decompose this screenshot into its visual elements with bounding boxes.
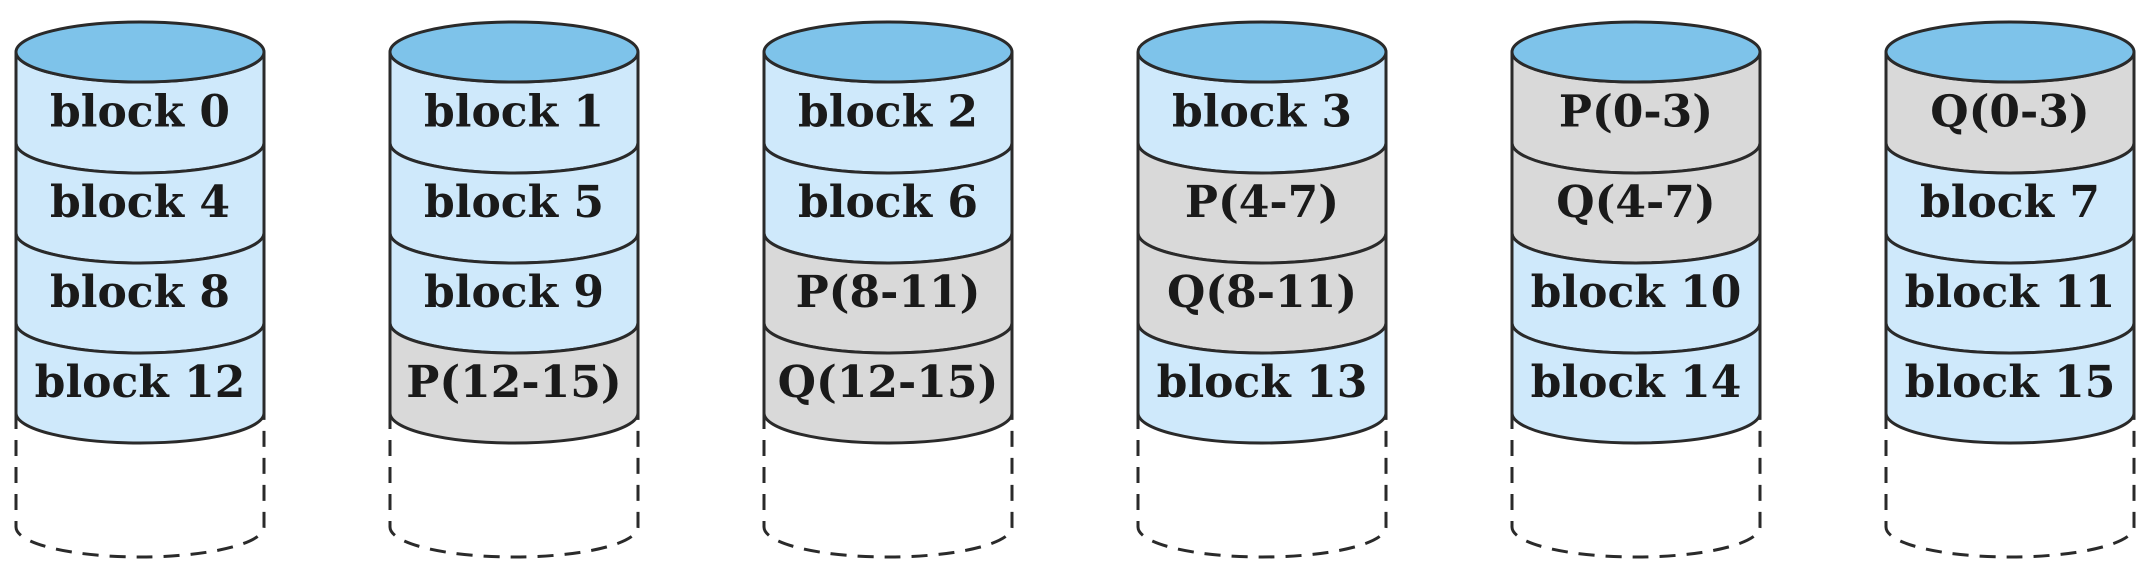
disk-top (1884, 20, 2136, 84)
block-label: block 3 (1172, 87, 1352, 138)
block-label: block 12 (35, 357, 246, 408)
block-label: P(0-3) (1559, 87, 1713, 138)
block-label: block 11 (1905, 267, 2116, 318)
parity-block (388, 322, 640, 445)
block-label: block 13 (1157, 357, 1368, 408)
data-block (14, 322, 266, 445)
block-label: Q(0-3) (1930, 87, 2089, 138)
disk-empty-space (762, 413, 1014, 559)
disk-2: block 2 block 6 P(8-11) Q(12-15) (762, 20, 1014, 559)
block-label: P(12-15) (406, 357, 621, 408)
block-label: block 1 (424, 87, 604, 138)
disk-1: block 1 block 5 block 9 P(12-15) (388, 20, 640, 559)
disk-empty-space (14, 413, 266, 559)
block-label: P(4-7) (1185, 177, 1339, 228)
disk-top (14, 20, 266, 84)
disk-top (1136, 20, 1388, 84)
disk-top (762, 20, 1014, 84)
disk-5: Q(0-3) block 7 block 11 block 15 (1884, 20, 2136, 559)
block-label: block 10 (1531, 267, 1742, 318)
disk-empty-space (1510, 413, 1762, 559)
disk-empty-space (1136, 413, 1388, 559)
block-label: Q(8-11) (1167, 267, 1357, 318)
block-label: Q(12-15) (778, 357, 999, 408)
data-block (1510, 322, 1762, 445)
disk-empty-space (388, 413, 640, 559)
disk-top (388, 20, 640, 84)
block-label: block 0 (50, 87, 230, 138)
disk-3: block 3 P(4-7) Q(8-11) block 13 (1136, 20, 1388, 559)
block-label: block 5 (424, 177, 604, 228)
block-label: block 6 (798, 177, 978, 228)
block-label: block 7 (1920, 177, 2100, 228)
block-label: block 4 (50, 177, 230, 228)
block-label: P(8-11) (796, 267, 981, 318)
parity-block (762, 322, 1014, 445)
block-label: block 14 (1531, 357, 1742, 408)
data-block (1136, 322, 1388, 445)
block-label: block 8 (50, 267, 230, 318)
disk-top (1510, 20, 1762, 84)
block-label: block 9 (424, 267, 604, 318)
block-label: block 15 (1905, 357, 2116, 408)
block-label: block 2 (798, 87, 978, 138)
data-block (1884, 322, 2136, 445)
disk-0: block 0 block 4 block 8 block 12 (14, 20, 266, 559)
disk-empty-space (1884, 413, 2136, 559)
disk-4: P(0-3) Q(4-7) block 10 block 14 (1510, 20, 1762, 559)
block-label: Q(4-7) (1556, 177, 1715, 228)
